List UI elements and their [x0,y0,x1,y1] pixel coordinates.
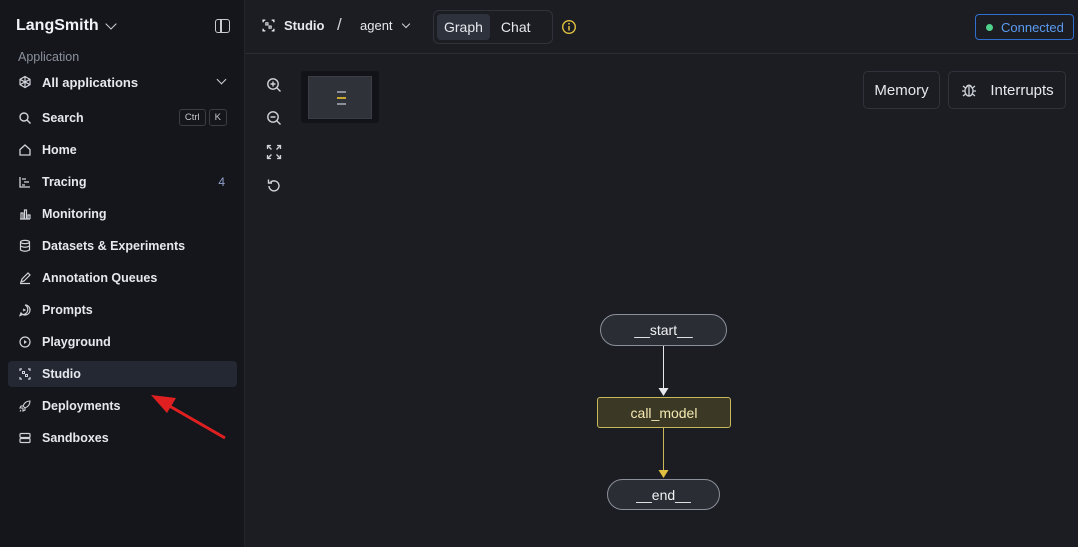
fit-view-icon[interactable] [265,143,283,161]
info-icon[interactable] [561,19,577,35]
memory-button-label: Memory [874,81,929,99]
kbd-ctrl: Ctrl [178,109,206,126]
database-icon [19,239,31,252]
application-select[interactable]: All applications [8,70,237,94]
view-mode-toggle: Graph Chat [433,10,553,44]
brand-menu[interactable]: LangSmith [16,17,117,35]
agent-select-label: agent [360,18,393,33]
chevron-down-icon [105,18,117,30]
sidebar-item-monitoring[interactable]: Monitoring [8,201,237,227]
sidebar-item-label: Home [42,143,77,157]
breadcrumb-separator: / [337,15,342,34]
bug-icon [962,84,977,97]
sidebar-item-label: Annotation Queues [42,271,158,285]
sidebar-item-tracing[interactable]: Tracing 4 [8,169,237,195]
edge-arrow-head [658,470,669,478]
play-icon [19,336,31,348]
apps-icon [19,75,31,89]
graph-node-start[interactable]: __start__ [600,314,727,346]
tracing-icon [19,177,30,188]
status-dot [986,23,993,31]
sidebar-item-datasets[interactable]: Datasets & Experiments [8,233,237,259]
sidebar-item-label: Tracing [42,175,87,189]
minimap-node [337,91,346,93]
kbd-k: K [208,109,227,126]
chevron-down-icon [216,74,227,85]
brand-name: LangSmith [16,17,99,34]
zoom-out-icon[interactable] [265,109,283,127]
application-select-label: All applications [42,74,139,90]
breadcrumb-studio[interactable]: Studio [261,18,324,33]
chevron-down-icon [401,19,410,28]
reset-icon[interactable] [265,177,283,195]
minimap[interactable] [301,71,379,123]
home-icon [19,144,31,156]
sidebar-item-label: Monitoring [42,207,107,221]
interrupts-button[interactable]: Interrupts [948,71,1066,109]
minimap-node [337,97,346,99]
connection-status-label: Connected [1001,19,1064,35]
top-bar: Studio / agent Graph Chat Connected [245,0,1078,54]
tab-graph[interactable]: Graph [437,14,490,40]
sidebar-collapse-icon[interactable] [215,19,230,33]
sidebar-item-deployments[interactable]: Deployments [8,393,237,419]
monitoring-icon [20,209,31,220]
zoom-in-icon[interactable] [265,76,283,94]
edge-arrow-head [658,388,669,396]
pen-icon [20,272,31,285]
sidebar-item-home[interactable]: Home [8,137,237,163]
sidebar-item-label: Deployments [42,399,121,413]
sidebar-item-prompts[interactable]: Prompts [8,297,237,323]
shortcut-hint: Ctrl K [178,109,227,126]
server-icon [19,432,31,444]
sidebar-item-label: Playground [42,335,111,349]
breadcrumb-studio-label: Studio [284,18,325,33]
sidebar-item-playground[interactable]: Playground [8,329,237,355]
graph-node-call-model[interactable]: call_model [597,397,731,428]
sidebar-item-search[interactable]: Search Ctrl K [8,105,237,131]
prompt-icon [18,304,31,317]
sidebar-item-label: Prompts [42,303,93,317]
section-label: Application [18,50,80,64]
connection-status-badge[interactable]: Connected [975,14,1074,40]
graph-node-end[interactable]: __end__ [607,479,720,510]
sidebar-item-annotation-queues[interactable]: Annotation Queues [8,265,237,291]
studio-icon [262,19,275,32]
sidebar: LangSmith Application All applications S… [0,0,245,547]
graph-edges [658,346,669,478]
sidebar-item-label: Studio [42,367,81,381]
search-icon [19,112,31,124]
minimap-viewport [308,76,372,119]
sidebar-item-sandboxes[interactable]: Sandboxes [8,425,237,451]
sidebar-item-studio[interactable]: Studio [8,361,237,387]
interrupts-button-label: Interrupts [990,81,1054,99]
sidebar-item-label: Sandboxes [42,431,109,445]
rocket-icon [19,400,31,412]
tracing-count-badge: 4 [218,175,225,189]
memory-button[interactable]: Memory [863,71,940,109]
minimap-node [337,103,346,105]
sidebar-item-label: Search [42,111,84,125]
studio-icon [19,368,31,380]
agent-select[interactable]: agent [360,18,410,33]
sidebar-item-label: Datasets & Experiments [42,239,186,253]
tab-chat[interactable]: Chat [500,19,531,35]
graph-canvas[interactable]: Memory Interrupts __start__ call_model _… [245,55,1078,547]
